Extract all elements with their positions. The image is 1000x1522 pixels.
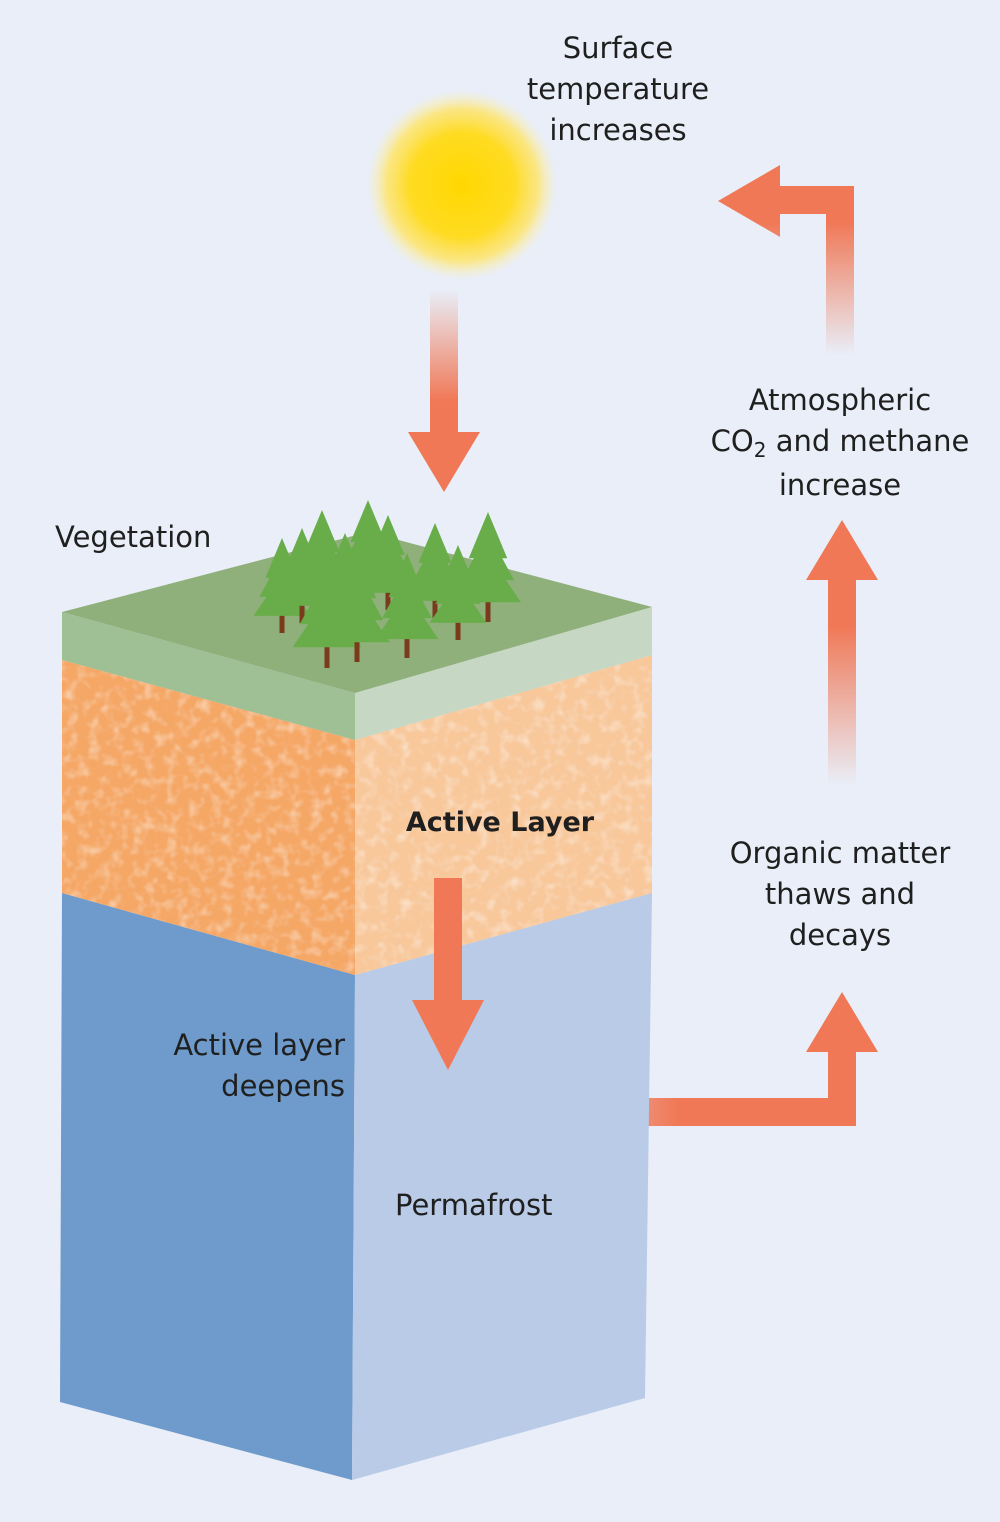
tree-icon <box>324 552 390 662</box>
label-organic-matter: Organic matter thaws and decays <box>729 836 951 952</box>
tree-icon <box>455 512 521 622</box>
label-vegetation: Vegetation <box>55 520 212 554</box>
arrow-organic-to-atmosphere <box>806 520 878 785</box>
label-active-layer-deepens: Active layer deepens <box>173 1028 345 1103</box>
tree-group <box>253 500 521 668</box>
arrow-sun-to-ground <box>408 290 480 492</box>
tree-icon <box>375 553 439 658</box>
vegetation-side-face <box>355 607 652 740</box>
arrow-atmosphere-to-surface <box>718 165 854 355</box>
label-surface-temperature: Surface temperature increases <box>526 31 710 147</box>
label-atmospheric-increase: Atmospheric CO2 and methane increase <box>710 383 970 502</box>
label-permafrost: Permafrost <box>395 1188 553 1222</box>
arrow-active-layer-deepens <box>412 878 484 1070</box>
soil-column <box>60 532 652 1480</box>
permafrost-front-face <box>60 893 355 1480</box>
label-active-layer: Active Layer <box>405 807 595 838</box>
permafrost-side-face <box>352 893 652 1480</box>
sun-icon <box>367 90 557 280</box>
vegetation-front-face <box>62 612 355 740</box>
